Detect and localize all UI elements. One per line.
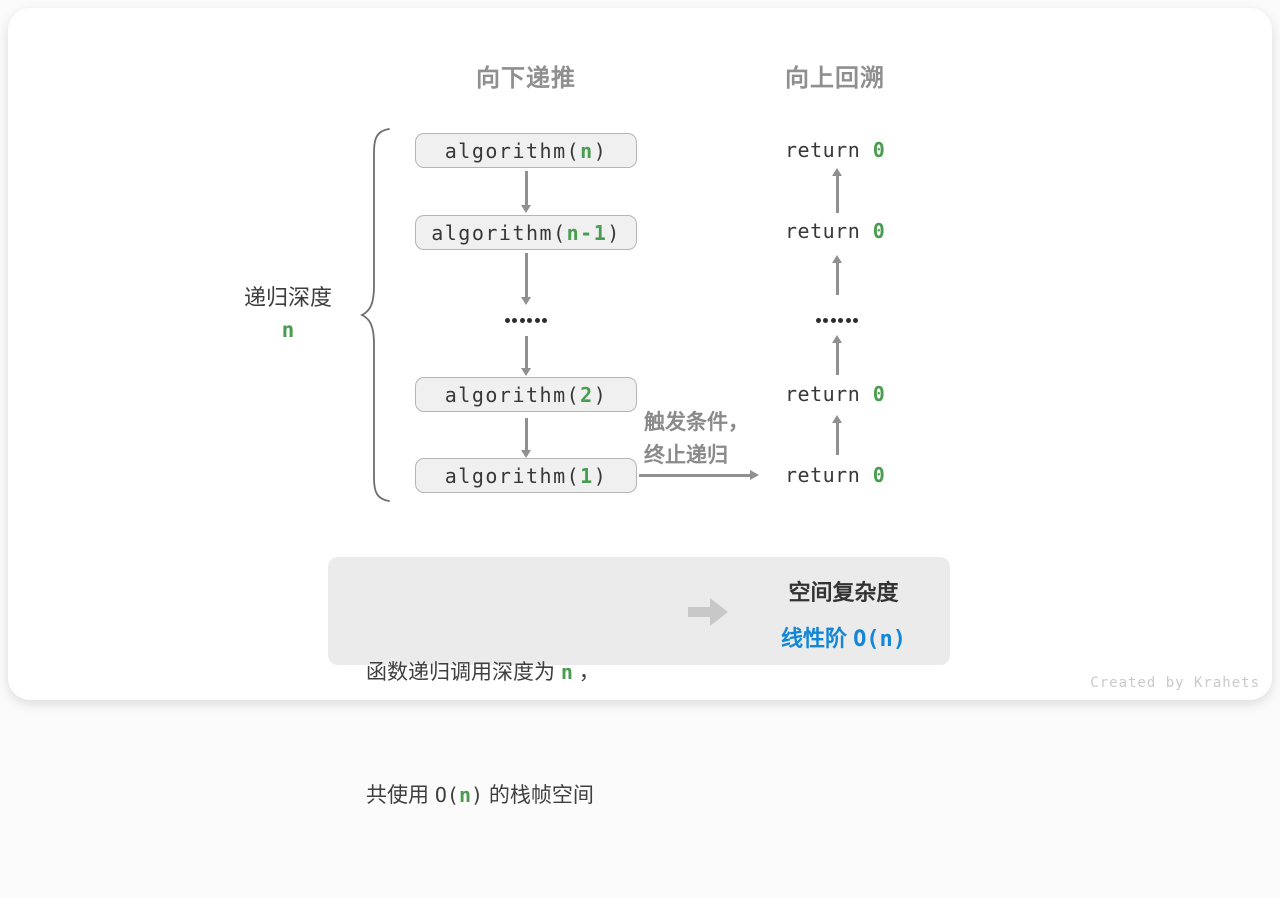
return-label: return 0 — [785, 138, 886, 162]
call-text: algorithm( — [431, 220, 567, 245]
call-text: ) — [593, 382, 608, 407]
complexity-value: 线性阶 O(n) — [780, 626, 907, 652]
return-label: return 0 — [785, 382, 886, 406]
curly-brace-icon — [359, 128, 390, 502]
up-arrow — [836, 342, 839, 375]
header-backtrack-up: 向上回溯 — [785, 65, 885, 92]
down-arrow — [525, 253, 528, 298]
credit-label: Created by Krahets — [1090, 675, 1260, 691]
call-text: ) — [593, 138, 608, 163]
call-box-2: algorithm(2) — [415, 377, 637, 412]
call-box-n-1: algorithm(n-1) — [415, 215, 637, 250]
call-arg: n-1 — [566, 220, 608, 245]
complexity-title: 空间复杂度 — [788, 580, 899, 605]
up-arrow — [836, 262, 839, 295]
call-text: ) — [593, 463, 608, 488]
implies-arrow-icon — [688, 598, 728, 626]
trigger-condition-label: 触发条件， 终止递归 — [644, 411, 749, 467]
call-arg: 1 — [580, 463, 594, 488]
complexity-result: 空间复杂度 线性阶 O(n) — [746, 575, 941, 653]
call-arg: 2 — [580, 382, 594, 407]
call-text: algorithm( — [444, 382, 581, 407]
terminate-arrow — [639, 474, 751, 477]
down-arrow — [525, 418, 528, 451]
call-box-n: algorithm(n) — [415, 133, 637, 168]
return-label: return 0 — [785, 219, 886, 243]
return-value: 0 — [872, 463, 886, 487]
return-value: 0 — [872, 138, 886, 162]
call-arg: n — [580, 138, 594, 163]
up-arrow — [836, 175, 839, 213]
ellipsis-dots — [785, 313, 889, 327]
return-value: 0 — [872, 219, 886, 243]
depth-value: n — [281, 318, 295, 342]
summary-text: 函数递归调用深度为 n ， 共使用 O(n) 的栈帧空间 — [366, 570, 600, 898]
call-box-1: algorithm(1) — [415, 458, 637, 493]
return-label: return 0 — [785, 463, 886, 487]
call-text: ) — [607, 220, 621, 245]
summary-panel: 函数递归调用深度为 n ， 共使用 O(n) 的栈帧空间 空间复杂度 线性阶 O… — [328, 557, 950, 807]
down-arrow — [525, 336, 528, 369]
summary-line1: 函数递归调用深度为 n ， — [366, 660, 600, 684]
depth-label: 递归深度 — [243, 285, 332, 310]
diagram-card: 向下递推 向上回溯 递归深度 n algorithm(n) algorithm(… — [8, 8, 1272, 807]
up-arrow — [836, 422, 839, 455]
return-value: 0 — [872, 382, 886, 406]
ellipsis-dots — [415, 313, 637, 327]
down-arrow — [525, 171, 528, 206]
header-recurse-down: 向下递推 — [476, 65, 576, 92]
summary-line2: 共使用 O(n) 的栈帧空间 — [366, 783, 594, 807]
call-text: algorithm( — [444, 463, 581, 488]
call-text: algorithm( — [444, 138, 581, 163]
